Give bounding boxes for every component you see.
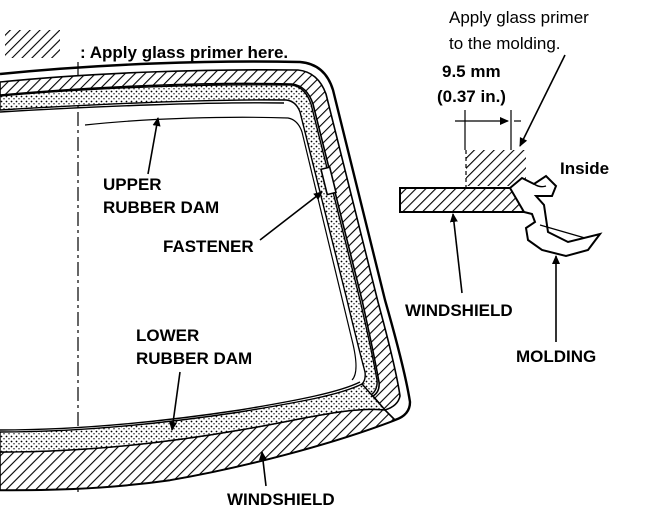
windshield-bottom-leader: [258, 451, 267, 487]
molding-profile: [508, 174, 603, 258]
legend-text: : Apply glass primer here.: [80, 43, 288, 62]
upper-dam-label-line1: UPPER: [103, 175, 162, 194]
dimension-mm: 9.5 mm: [442, 62, 501, 81]
fastener-label: FASTENER: [163, 237, 254, 256]
lower-dam-leader: [169, 371, 181, 431]
lower-dam-label-line1: LOWER: [136, 326, 199, 345]
dimension-inch: (0.37 in.): [437, 87, 506, 106]
windshield-detail-leader: [449, 213, 463, 294]
fastener-clip: [320, 166, 337, 196]
glass-section: [399, 187, 525, 213]
lower-dam-label-line2: RUBBER DAM: [136, 349, 252, 368]
windshield-outline: [0, 60, 412, 492]
legend-hatch-swatch: [5, 30, 60, 58]
molding-label: MOLDING: [516, 347, 596, 366]
callout-leader: [519, 54, 566, 147]
upper-dam-leader: [147, 117, 161, 175]
windshield-bottom-label: WINDSHIELD: [227, 490, 335, 509]
fastener-leader: [259, 191, 323, 241]
upper-dam-label-line2: RUBBER DAM: [103, 198, 219, 217]
dimension-lines: [455, 110, 521, 150]
callout-line1: Apply glass primer: [449, 8, 589, 27]
primer-area: [466, 150, 526, 186]
windshield-detail-label: WINDSHIELD: [405, 301, 513, 320]
inside-label: Inside: [560, 159, 609, 178]
callout-line2: to the molding.: [449, 34, 561, 53]
